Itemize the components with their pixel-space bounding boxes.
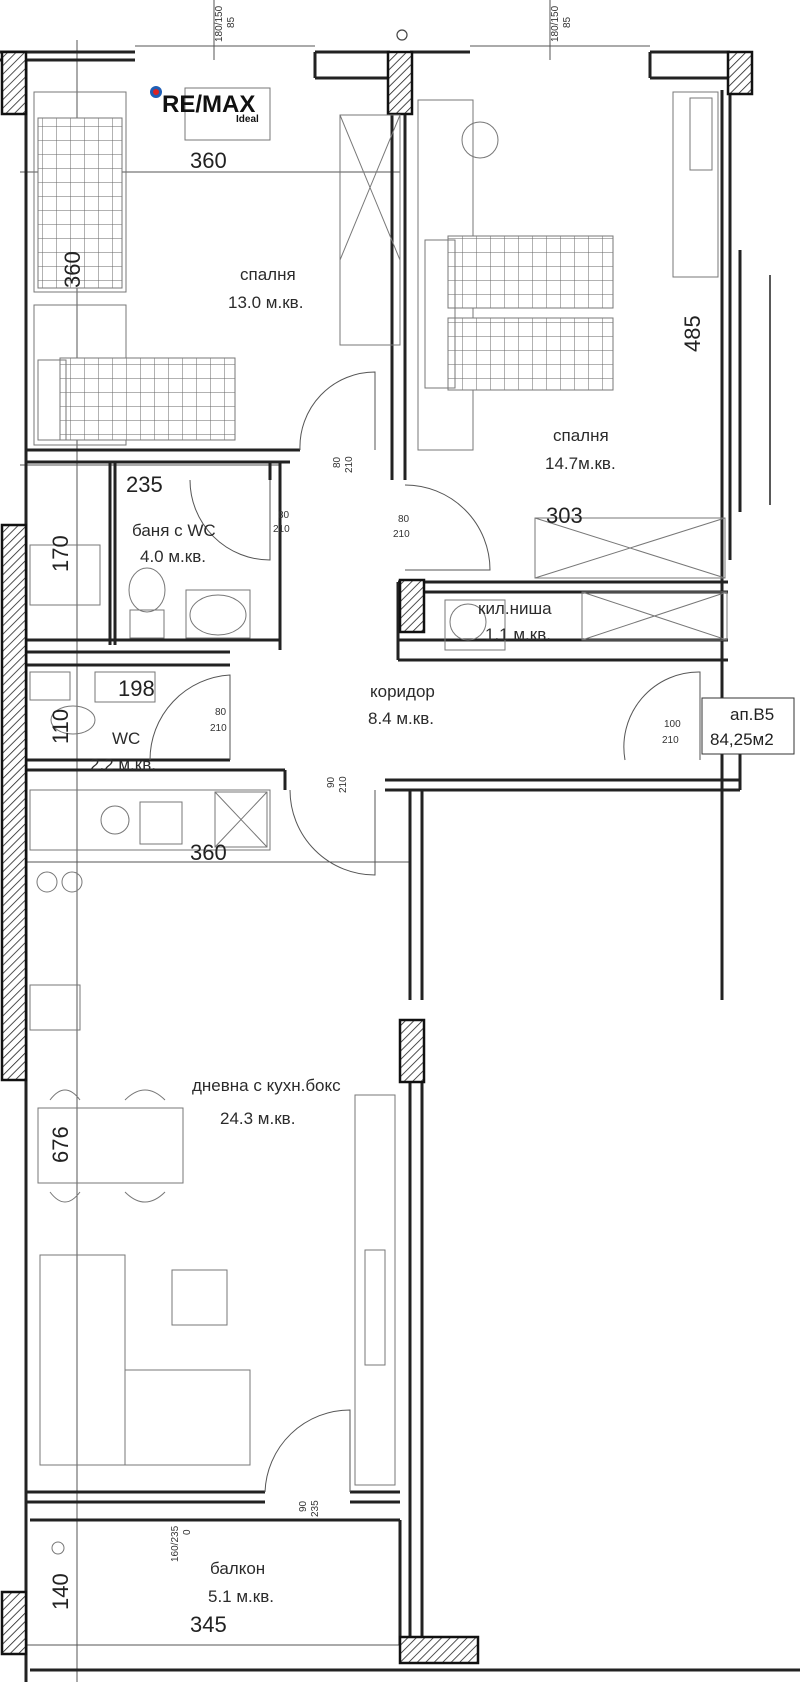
balcony-mark: 160/235 0: [170, 1525, 193, 1562]
door-living: 90 210: [326, 776, 349, 793]
window-mark-top: 180/150: [214, 5, 225, 42]
window-mark-1: 180/150 85: [214, 5, 237, 42]
room-name-bedroom-2: спалня: [553, 426, 609, 445]
room-area-closet-niche: 1.1 м.кв.: [485, 625, 551, 644]
door-width: 80: [332, 456, 343, 468]
door-labels: 80 210 80 210 80 210 80 210 90 210 100 2…: [170, 456, 681, 1562]
door-height: 210: [393, 529, 410, 540]
apartment-label: ап.В5 84,25м2: [701, 697, 795, 755]
room-name-bedroom-1: спалня: [240, 265, 296, 284]
door-height: 210: [344, 456, 355, 473]
door-balcony: 90 235: [298, 1500, 321, 1517]
door-entrance: 100 210: [662, 719, 681, 746]
window-mark-bottom: 85: [562, 16, 573, 28]
door-height: 210: [662, 735, 679, 746]
room-name-wc: WC: [112, 729, 140, 748]
room-area-wc: 2.2 м.кв.: [90, 755, 156, 774]
room-area-bedroom-1: 13.0 м.кв.: [228, 293, 303, 312]
window-mark-top: 180/150: [550, 5, 561, 42]
door-width: 90: [298, 1500, 309, 1512]
room-area-living: 24.3 м.кв.: [220, 1109, 295, 1128]
dim-bedroom1-width: 360: [190, 148, 227, 173]
dim-living-height: 676: [48, 1126, 73, 1163]
dimension-labels: 360 360 485 303 235 170 198 110 360 676 …: [48, 148, 705, 1637]
dim-bedroom2-width: 303: [546, 503, 583, 528]
door-width: 80: [215, 707, 227, 718]
dim-living-width: 360: [190, 840, 227, 865]
door-bathroom: 80 210: [273, 510, 290, 535]
door-height: 235: [310, 1500, 321, 1517]
dim-wc-height: 110: [48, 709, 73, 744]
door-height: 210: [210, 723, 227, 734]
room-name-corridor: коридор: [370, 682, 435, 701]
columns: [0, 50, 754, 1665]
window-mark-2: 180/150 85: [550, 5, 573, 42]
door-width: 80: [278, 510, 290, 521]
apartment-id: ап.В5: [730, 705, 774, 724]
room-area-bedroom-2: 14.7м.кв.: [545, 454, 616, 473]
room-area-corridor: 8.4 м.кв.: [368, 709, 434, 728]
door-wc: 80 210: [210, 707, 227, 734]
furniture: [29, 87, 728, 1555]
door-bedroom1: 80 210: [332, 456, 355, 473]
door-width: 100: [664, 719, 681, 730]
door-height: 210: [338, 776, 349, 793]
dim-bedroom1-height: 360: [60, 251, 85, 288]
dim-balcony-height: 140: [48, 1573, 73, 1610]
window-mark-bottom: 85: [226, 16, 237, 28]
logo-sub: Ideal: [236, 114, 259, 125]
dim-bath-height: 170: [48, 535, 73, 572]
door-swings: [149, 371, 701, 1493]
room-name-balcony: балкон: [210, 1559, 265, 1578]
room-area-bathroom: 4.0 м.кв.: [140, 547, 206, 566]
windows: [135, 29, 771, 512]
remax-logo: RE/MAX Ideal: [150, 86, 259, 125]
logo-brand: RE/MAX: [162, 91, 255, 118]
door-width: 90: [326, 776, 337, 788]
balcony-mark-bottom: 0: [182, 1529, 193, 1535]
room-name-closet-niche: кил.ниша: [478, 599, 552, 618]
dim-bath-width: 235: [126, 472, 163, 497]
door-height: 210: [273, 524, 290, 535]
room-name-living: дневна с кухн.бокс: [192, 1076, 341, 1095]
dim-bedroom2-height: 485: [680, 315, 705, 352]
room-labels: спалня 13.0 м.кв. спалня 14.7м.кв. баня …: [90, 265, 616, 1606]
door-bedroom2: 80 210: [393, 514, 410, 540]
dim-wc-width: 198: [118, 676, 155, 701]
room-name-bathroom: баня с WC: [132, 521, 216, 540]
room-area-balcony: 5.1 м.кв.: [208, 1587, 274, 1606]
balcony-mark-top: 160/235: [170, 1525, 181, 1562]
apartment-area: 84,25м2: [710, 730, 774, 749]
dim-balcony-width: 345: [190, 1612, 227, 1637]
door-width: 80: [398, 514, 410, 525]
